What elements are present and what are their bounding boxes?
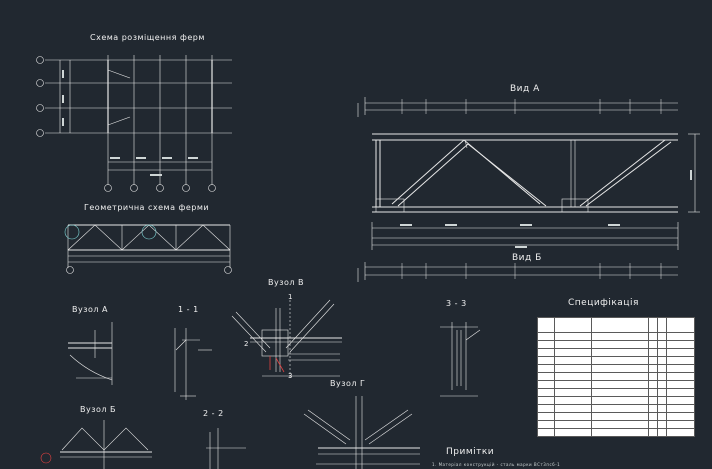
node-v-detail	[231, 299, 342, 380]
specification-title: Специфікація	[568, 298, 639, 308]
node-v-title: Вузол В	[268, 278, 305, 287]
notes-line: 1. Матеріал конструкцій - сталь марки ВС…	[432, 462, 561, 467]
layout-scheme-title: Схема розміщення ферм	[90, 33, 205, 42]
section-3-3-title: 3 - 3	[446, 299, 467, 308]
section-2-2-title: 2 - 2	[203, 409, 224, 418]
view-b-title: Вид Б	[512, 253, 542, 263]
section-mark-1: 1	[288, 293, 293, 301]
section-1-1-title: 1 - 1	[178, 305, 199, 314]
node-a-detail	[68, 322, 113, 385]
node-b-title: Вузол Б	[80, 405, 117, 414]
specification-table	[537, 317, 695, 437]
node-a-title: Вузол А	[72, 305, 108, 314]
geometric-scheme-title: Геометрична схема ферми	[84, 203, 210, 212]
view-a-title: Вид А	[510, 84, 540, 94]
section-mark-2: 2	[244, 340, 249, 348]
section-1-1	[174, 328, 212, 400]
truss-elevation	[357, 97, 700, 282]
layout-scheme	[36, 55, 232, 192]
node-g-detail	[303, 396, 420, 469]
section-mark-3: 3	[288, 372, 293, 380]
section-3-3	[440, 322, 481, 397]
node-g-title: Вузол Г	[330, 379, 366, 388]
dimension-marks	[62, 70, 692, 248]
geometric-scheme	[64, 224, 232, 274]
section-2-2	[206, 428, 246, 469]
node-v-weld-marks	[269, 356, 285, 373]
node-b-detail	[40, 420, 152, 469]
notes-title: Примітки	[446, 447, 495, 457]
